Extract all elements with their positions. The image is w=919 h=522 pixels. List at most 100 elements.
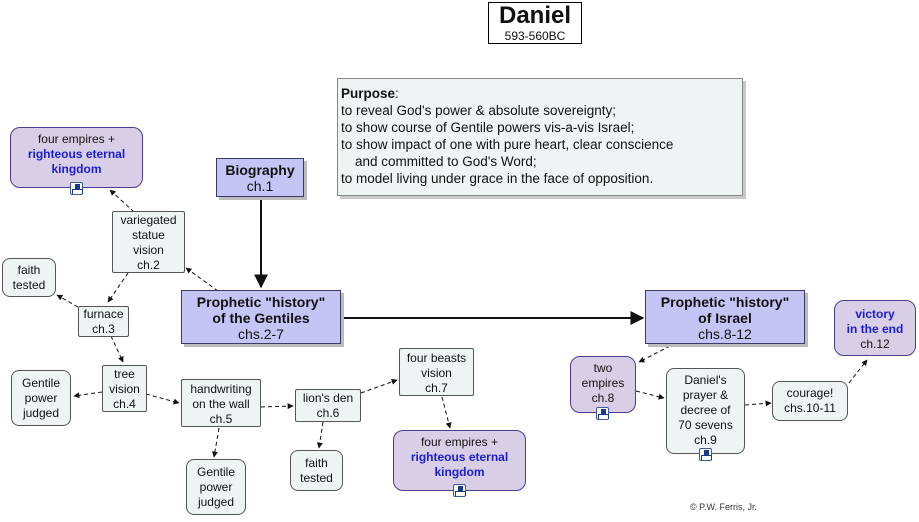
purpose-line: to show course of Gentile powers vis-a-v…	[341, 120, 635, 135]
node-text: ch.4	[113, 397, 136, 411]
purpose-line: to reveal God's power & absolute soverei…	[341, 103, 616, 118]
node-text: four beasts	[406, 351, 467, 365]
node-text-bold: kingdom	[51, 162, 102, 176]
node-text: prayer &	[682, 388, 729, 402]
arrow-prayer-to-courage	[744, 400, 772, 407]
biography-title: Biography	[225, 162, 295, 178]
node-text: tree	[114, 367, 135, 381]
courage-node[interactable]: courage! chs.10-11	[772, 381, 848, 421]
node-text: judged	[22, 406, 60, 420]
node-text: ch.5	[209, 412, 233, 426]
arrow-israel-to-two-empires	[638, 345, 671, 363]
node-text: statue	[132, 228, 165, 242]
node-text: vision	[421, 366, 452, 380]
node-text: ch.9	[694, 433, 717, 447]
lions-den-node[interactable]: lion's den ch.6	[295, 389, 361, 422]
arrow-handwriting-to-judged	[211, 427, 220, 458]
date-range: 593-560BC	[504, 29, 566, 43]
arrow-lions-to-faith	[316, 421, 324, 449]
node-text: four empires +	[37, 132, 116, 146]
node-text: decree of	[680, 403, 731, 417]
purpose-line: to show impact of one with pure heart, c…	[341, 137, 674, 152]
four-empires-node[interactable]: four empires + righteous eternal kingdom	[10, 127, 143, 195]
purpose-box: Purpose: to reveal God's power & absolut…	[337, 78, 743, 196]
concept-map-icon[interactable]	[453, 484, 466, 497]
concept-map-icon[interactable]	[699, 448, 712, 461]
statue-vision-node[interactable]: variegated statue vision ch.2	[112, 211, 185, 273]
arrow-beasts-to-empires	[441, 396, 452, 429]
copyright-text: © P.W. Ferris, Jr.	[690, 502, 757, 512]
title-box: Daniel 593-560BC	[488, 2, 582, 44]
concept-map-icon[interactable]	[596, 407, 609, 420]
arrow-courage-to-victory	[848, 359, 868, 384]
purpose-line: to model living under grace in the face …	[341, 171, 654, 186]
node-text: vision	[109, 382, 140, 396]
node-text: tested	[300, 471, 333, 485]
arrow-tree-to-judged	[73, 391, 103, 399]
arrow-gentiles-to-statue	[185, 267, 219, 292]
israel-title: Prophetic "history"	[660, 294, 790, 310]
purpose-heading: Purpose	[341, 86, 396, 101]
node-text: tested	[12, 278, 46, 292]
node-text: ch.6	[316, 406, 340, 420]
page-title: Daniel	[498, 2, 572, 29]
node-text: ch.8	[591, 391, 615, 405]
four-beasts-node[interactable]: four beasts vision ch.7	[399, 348, 474, 396]
biography-node[interactable]: Biography ch.1	[216, 158, 304, 197]
prayer-node[interactable]: Daniel's prayer & decree of 70 sevens ch…	[666, 368, 745, 461]
furnace-node[interactable]: furnace ch.3	[78, 306, 129, 337]
arrow-handwriting-to-lions	[260, 403, 294, 410]
gentiles-node[interactable]: Prophetic "history" of the Gentiles chs.…	[181, 290, 341, 344]
node-text: empires	[581, 376, 625, 390]
node-text: Gentile	[21, 376, 61, 390]
node-text: two	[593, 361, 613, 375]
gentiles-title-2: of the Gentiles	[212, 310, 310, 326]
node-text: faith	[305, 456, 328, 470]
node-text: handwriting	[190, 382, 252, 396]
node-text: ch.3	[92, 322, 115, 336]
israel-chapters: chs.8-12	[698, 326, 752, 342]
node-text: power	[24, 391, 58, 405]
arrow-tree-to-handwriting	[145, 393, 180, 405]
israel-node[interactable]: Prophetic "history" of Israel chs.8-12	[645, 290, 805, 344]
node-text: Daniel's	[684, 373, 727, 387]
node-text: ch.7	[425, 381, 448, 395]
node-text: on the wall	[192, 397, 250, 411]
biography-chapter: ch.1	[246, 178, 274, 194]
node-text-bold: righteous eternal	[27, 147, 126, 161]
arrow-statue-to-four-empires	[109, 189, 135, 213]
faith-tested-node[interactable]: faith tested	[290, 450, 343, 491]
node-text: furnace	[83, 307, 124, 321]
arrow-furnace-to-tree	[110, 335, 124, 363]
gentiles-title: Prophetic "history"	[196, 294, 326, 310]
node-text-bold: kingdom	[434, 465, 485, 479]
node-text: lion's den	[302, 391, 354, 405]
node-text: judged	[197, 495, 235, 509]
handwriting-node[interactable]: handwriting on the wall ch.5	[181, 379, 261, 427]
purpose-line: and committed to God's Word;	[355, 154, 537, 169]
node-text: ch.12	[860, 337, 890, 351]
node-text: four empires +	[420, 435, 499, 449]
faith-tested-node[interactable]: faith tested	[2, 258, 56, 297]
node-text: 70 sevens	[678, 418, 733, 432]
victory-node[interactable]: victory in the end ch.12	[834, 300, 916, 356]
node-text: Gentile	[196, 465, 236, 479]
tree-vision-node[interactable]: tree vision ch.4	[102, 365, 147, 412]
arrow-furnace-to-faith	[56, 294, 79, 308]
four-empires-node[interactable]: four empires + righteous eternal kingdom	[393, 430, 526, 497]
gentile-power-judged-node[interactable]: Gentile power judged	[11, 370, 71, 426]
node-text-bold: in the end	[846, 322, 904, 336]
concept-map-icon[interactable]	[70, 182, 83, 195]
arrow-lions-to-beasts	[360, 379, 398, 394]
two-empires-node[interactable]: two empires ch.8	[570, 356, 636, 420]
node-text-bold: victory	[855, 307, 895, 321]
node-text: ch.2	[137, 258, 160, 272]
gentile-power-judged-node[interactable]: Gentile power judged	[186, 459, 246, 515]
node-text: power	[199, 480, 233, 494]
israel-title-2: of Israel	[698, 310, 752, 326]
node-text: chs.10-11	[784, 401, 836, 415]
gentiles-chapters: chs.2-7	[238, 326, 284, 342]
node-text: vision	[133, 243, 164, 257]
arrow-two-to-prayer	[635, 390, 665, 400]
